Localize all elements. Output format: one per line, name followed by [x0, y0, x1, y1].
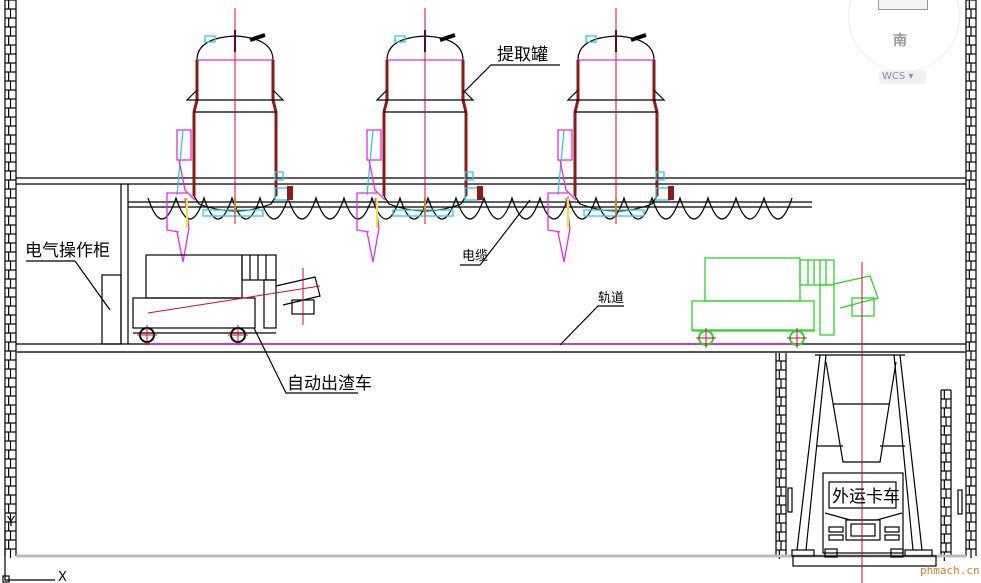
extraction-tank [547, 8, 674, 263]
extraction-tank [166, 8, 293, 263]
slag-cart-right [691, 257, 879, 348]
label-truck: 外运卡车 [832, 487, 900, 507]
leader-lines [26, 64, 624, 394]
extraction-tank [356, 8, 483, 263]
viewcube-face[interactable] [878, 0, 928, 10]
pit-brick-wall [775, 351, 963, 561]
cable-festoon [147, 196, 793, 220]
label-extraction-tank: 提取罐 [497, 45, 548, 65]
wcs-label: WCS [882, 71, 906, 82]
slag-cart-left [132, 254, 321, 345]
watermark: phmach.cn [920, 564, 980, 577]
platform-column [120, 184, 129, 344]
viewcube-south-label[interactable]: 南 [893, 33, 907, 49]
ucs-x-label: X [58, 570, 67, 583]
label-track: 轨道 [598, 291, 624, 306]
hopper-frame [791, 354, 937, 567]
left-brick-wall [4, 0, 17, 558]
truck [822, 472, 904, 558]
upper-floor-slab [16, 177, 966, 185]
ground-floor-slab [16, 343, 966, 353]
conveyor-rail [128, 201, 812, 208]
wcs-menu-button[interactable]: WCS ▾ [879, 70, 926, 84]
electrical-cabinet [101, 274, 122, 345]
label-auto-slag-cart: 自动出渣车 [287, 374, 372, 394]
ucs-icon: Y X [2, 515, 67, 583]
right-brick-wall [965, 0, 977, 558]
ucs-y-label: Y [6, 515, 15, 530]
label-electrical-cabinet: 电气操作柜 [25, 241, 110, 261]
label-cable: 电缆 [462, 248, 488, 264]
chevron-down-icon: ▾ [908, 71, 914, 82]
